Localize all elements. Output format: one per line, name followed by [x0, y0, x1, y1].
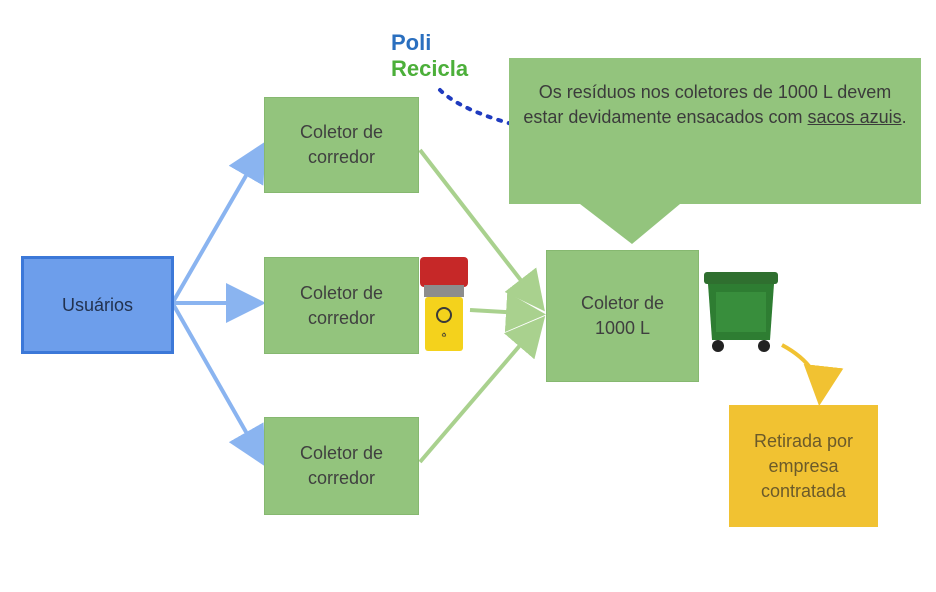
arrow-users-corridor3 [171, 303, 266, 467]
arrow-corridor1-big [418, 148, 545, 312]
callout-text: Os resíduos nos coletores de 1000 L deve… [523, 82, 892, 127]
callout-pointer [580, 204, 680, 244]
arrow-corridor3-big [418, 315, 546, 464]
node-corridor-3: Coletor de corredor [264, 417, 419, 515]
arrow-users-corridor1 [171, 141, 267, 304]
logo-line2: Recicla [391, 56, 469, 81]
wheelie-bin-icon [704, 272, 778, 352]
callout-note: Os resíduos nos coletores de 1000 L deve… [509, 58, 921, 204]
svg-text:♻: ♻ [441, 332, 446, 339]
node-corridor-1: Coletor de corredor [264, 97, 419, 193]
recycling-bin-icon: ♻ [420, 257, 468, 351]
arrow-big-pickup [781, 343, 844, 406]
node-pickup: Retirada por empresa contratada [729, 405, 878, 527]
poli-recicla-logo: Poli Recicla [391, 30, 468, 82]
callout-tail: . [901, 107, 907, 127]
callout-emphasis: sacos azuis [807, 107, 902, 127]
node-corridor-2: Coletor de corredor [264, 257, 419, 354]
logo-line1: Poli [391, 30, 432, 55]
node-users: Usuários [21, 256, 174, 354]
node-big-collector: Coletor de 1000 L [546, 250, 699, 382]
arrow-corridor2-big [469, 292, 546, 333]
